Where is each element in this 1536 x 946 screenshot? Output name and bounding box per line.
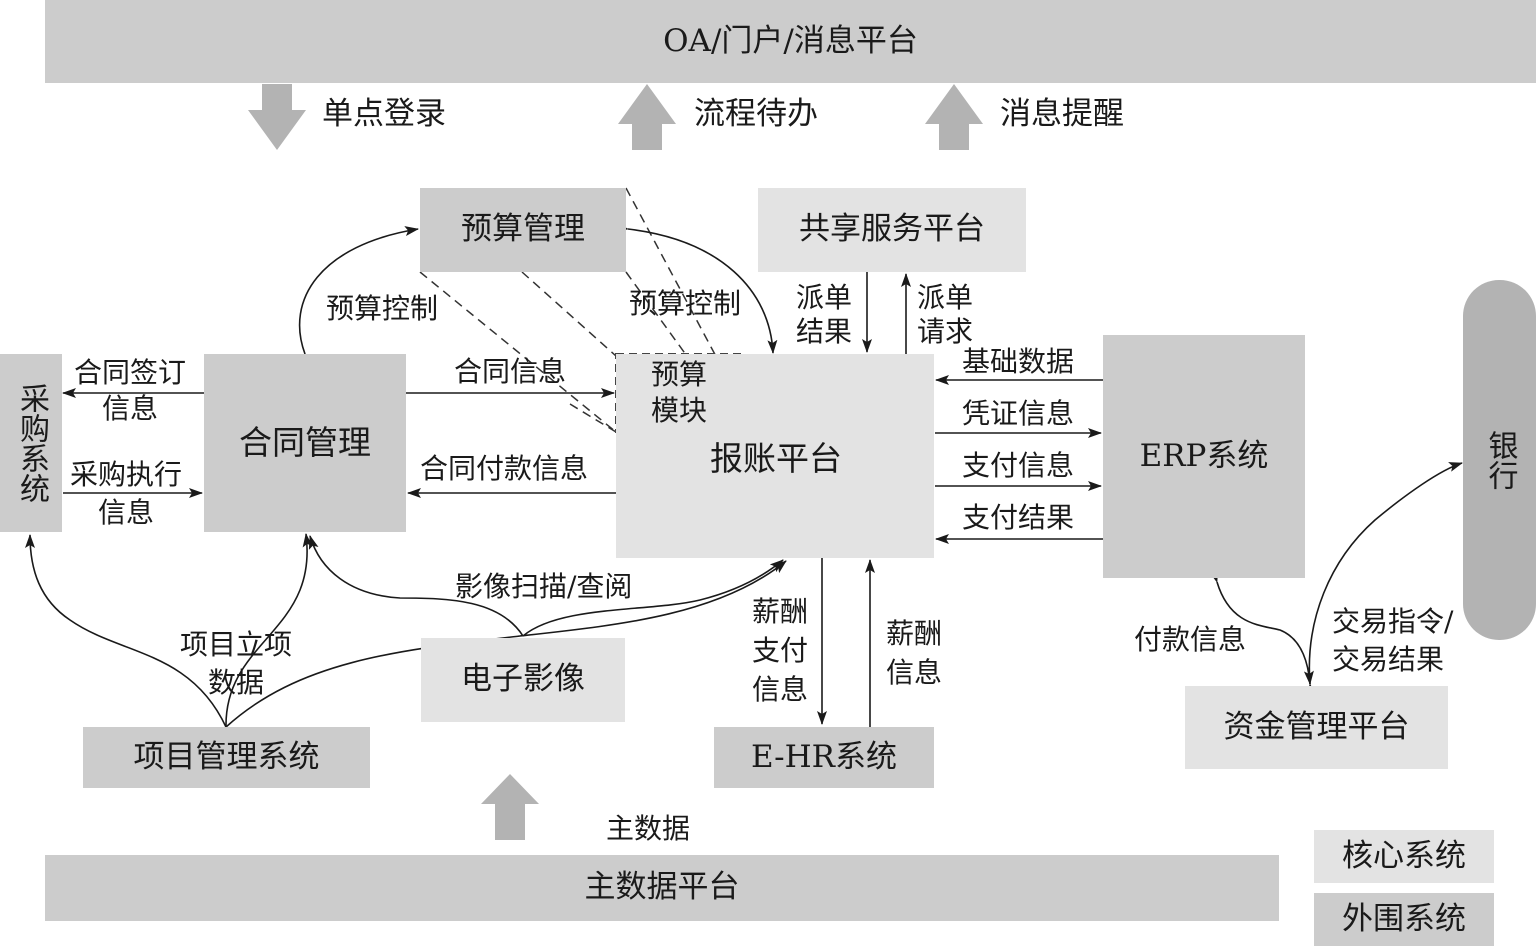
project-to-contract-arrow [225, 533, 313, 728]
budget-control-right-arrow [614, 222, 778, 354]
budget-control-right-label: 预算控制 [629, 287, 742, 320]
erp-system-box[interactable]: ERP系统 [1103, 335, 1305, 578]
budget-control-left-label: 预算控制 [326, 292, 439, 325]
salary-info-label: 薪酬 信息 [886, 617, 943, 689]
image-scan-label: 影像扫描/查阅 [455, 570, 633, 603]
dispatch-result-label: 派单 结果 [796, 281, 853, 348]
project-management-box[interactable]: 项目管理系统 [83, 727, 370, 788]
workflow-block-arrow [618, 84, 676, 150]
legend-peripheral-label: 外围系统 [1342, 900, 1466, 937]
erp-system-label: ERP系统 [1139, 437, 1269, 474]
budget-module-label: 预算模块 [650, 358, 707, 427]
sso-block-arrow [248, 84, 306, 150]
master-data-flow-label: 主数据 [606, 812, 691, 845]
payment-info-label: 支付信息 [962, 449, 1075, 482]
base-data-label: 基础数据 [962, 345, 1075, 378]
bank-label: 银行 [1482, 430, 1518, 490]
fund-management-label: 资金管理平台 [1223, 708, 1410, 745]
dashed-link [569, 403, 617, 433]
oa-portal-platform: OA/门户/消息平台 [45, 0, 1536, 83]
message-block-arrow [925, 84, 983, 150]
workflow-todo-label: 流程待办 [694, 96, 818, 132]
bank-box[interactable]: 银行 [1463, 280, 1536, 640]
dashed-link [419, 271, 617, 433]
voucher-info-label: 凭证信息 [962, 397, 1075, 430]
sso-label: 单点登录 [322, 96, 446, 132]
fund-management-box[interactable]: 资金管理平台 [1185, 686, 1448, 769]
budget-control-left-arrow [298, 226, 419, 368]
salary-payment-label: 薪酬 支付 信息 [752, 595, 809, 706]
reimbursement-platform-label: 报账平台 [710, 439, 842, 478]
contract-management-label: 合同管理 [239, 423, 371, 463]
procurement-exec-label: 采购执行 信息 [70, 458, 183, 529]
budget-management-label: 预算管理 [461, 211, 585, 248]
legend-core-label: 核心系统 [1342, 837, 1466, 874]
legend-peripheral-system: 外围系统 [1314, 893, 1494, 946]
ehr-system-box[interactable]: E-HR系统 [714, 727, 934, 788]
master-data-platform: 主数据平台 [45, 855, 1279, 921]
legend-core-system: 核心系统 [1314, 830, 1494, 883]
image-to-reimbursement-arrow [522, 559, 784, 637]
contract-payment-label: 合同付款信息 [420, 452, 589, 485]
contract-info-label: 合同信息 [454, 355, 567, 388]
dashed-link [521, 271, 617, 357]
e-image-box[interactable]: 电子影像 [421, 638, 625, 722]
budget-management-box[interactable]: 预算管理 [420, 188, 626, 272]
payment-result-label: 支付结果 [962, 501, 1075, 534]
shared-service-platform-box[interactable]: 共享服务平台 [758, 188, 1026, 272]
budget-module-box[interactable]: 预算模块 [618, 356, 740, 430]
message-reminder-label: 消息提醒 [1000, 96, 1124, 132]
transaction-label: 交易指令/ 交易结果 [1332, 605, 1454, 676]
master-data-block-arrow [481, 774, 539, 840]
pay-info-label: 付款信息 [1134, 623, 1247, 656]
shared-service-platform-label: 共享服务平台 [799, 211, 985, 248]
contract-management-box[interactable]: 合同管理 [204, 354, 406, 532]
project-setup-label: 项目立项 数据 [180, 628, 293, 699]
dispatch-request-label: 派单 请求 [917, 281, 974, 348]
procurement-system-label: 采购系统 [14, 383, 49, 503]
image-to-contract-arrow [308, 535, 524, 637]
project-management-label: 项目管理系统 [133, 738, 320, 775]
oa-portal-label: OA/门户/消息平台 [663, 22, 918, 59]
procurement-system-box[interactable]: 采购系统 [0, 354, 62, 532]
reimbursement-platform-box[interactable]: 报账平台 [616, 354, 934, 558]
project-to-procurement-arrow [25, 534, 227, 728]
contract-sign-label: 合同签订 信息 [74, 356, 187, 425]
ehr-system-label: E-HR系统 [750, 738, 898, 775]
transaction-arrow [1306, 462, 1463, 698]
project-to-reimbursement-arrow [225, 560, 787, 728]
master-data-platform-label: 主数据平台 [584, 869, 740, 906]
e-image-label: 电子影像 [461, 661, 585, 698]
